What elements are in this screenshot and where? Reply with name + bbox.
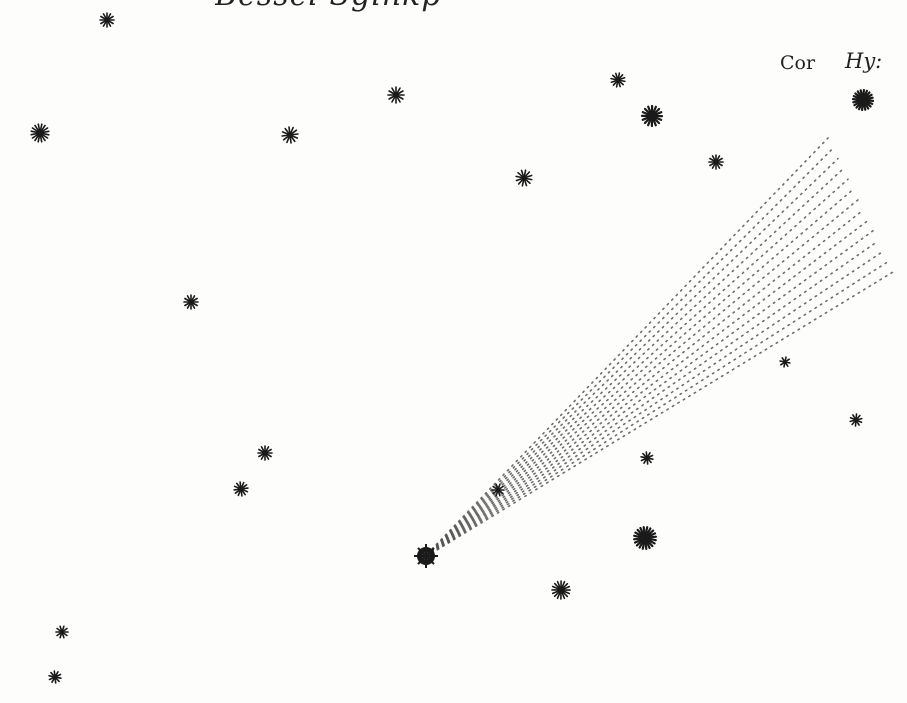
star-icon: [184, 295, 198, 309]
star-icon: [100, 13, 114, 27]
star-icon: [49, 671, 61, 683]
star-icon: [780, 357, 790, 367]
star-icon: [641, 452, 653, 464]
stars-layer: [31, 13, 873, 683]
star-icon: [258, 446, 272, 460]
star-icon: [31, 124, 49, 142]
star-icon: [642, 106, 662, 126]
star-icon: [850, 414, 862, 426]
comet-nucleus-icon: [414, 544, 438, 568]
star-icon: [634, 527, 656, 549]
star-icon: [56, 626, 68, 637]
star-icon: [282, 127, 298, 143]
star-icon: [709, 155, 723, 169]
star-icon: [552, 581, 570, 599]
star-icon: [234, 482, 248, 496]
star-icon: [611, 73, 625, 87]
star-icon: [853, 90, 873, 110]
star-icon: [516, 170, 532, 186]
star-icon: [388, 87, 404, 103]
